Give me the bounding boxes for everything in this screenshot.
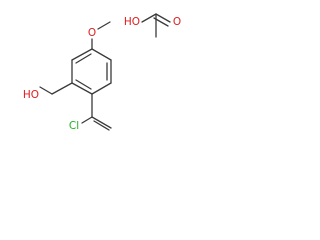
chlorovinyl-group: Cl bbox=[69, 93, 112, 132]
ring-double-bond bbox=[75, 53, 92, 64]
methoxy-oxygen-label: O bbox=[88, 27, 96, 39]
ring-bond bbox=[71, 82, 93, 95]
ring-double-bond bbox=[75, 79, 92, 90]
c-cl-bond bbox=[81, 116, 93, 124]
methoxy-group: O bbox=[88, 21, 111, 50]
o-methyl-bond bbox=[97, 21, 111, 30]
chloro-label: Cl bbox=[69, 120, 79, 132]
ring-bond bbox=[91, 82, 112, 95]
ring-bond bbox=[71, 48, 93, 61]
acid-c-o-double-bond bbox=[155, 13, 171, 23]
c-o-bond bbox=[39, 86, 53, 95]
vinyl-double-bond bbox=[91, 116, 112, 129]
structure-diagram: O HO Cl HO O bbox=[23, 13, 181, 132]
acid-c-oh-bond bbox=[141, 13, 157, 23]
vinyl-double-bond-inner bbox=[93, 120, 110, 131]
benzene-ring bbox=[71, 48, 112, 95]
acid-carbonyl-oxygen-label: O bbox=[173, 16, 181, 28]
ring-bond bbox=[91, 48, 112, 61]
acid-hydroxyl-label: HO bbox=[124, 16, 140, 28]
hydroxymethyl-group: HO bbox=[23, 82, 73, 101]
benzylic-bond bbox=[51, 82, 73, 95]
acetic-acid: HO O bbox=[124, 13, 181, 38]
hydroxyl-label: HO bbox=[23, 89, 39, 101]
